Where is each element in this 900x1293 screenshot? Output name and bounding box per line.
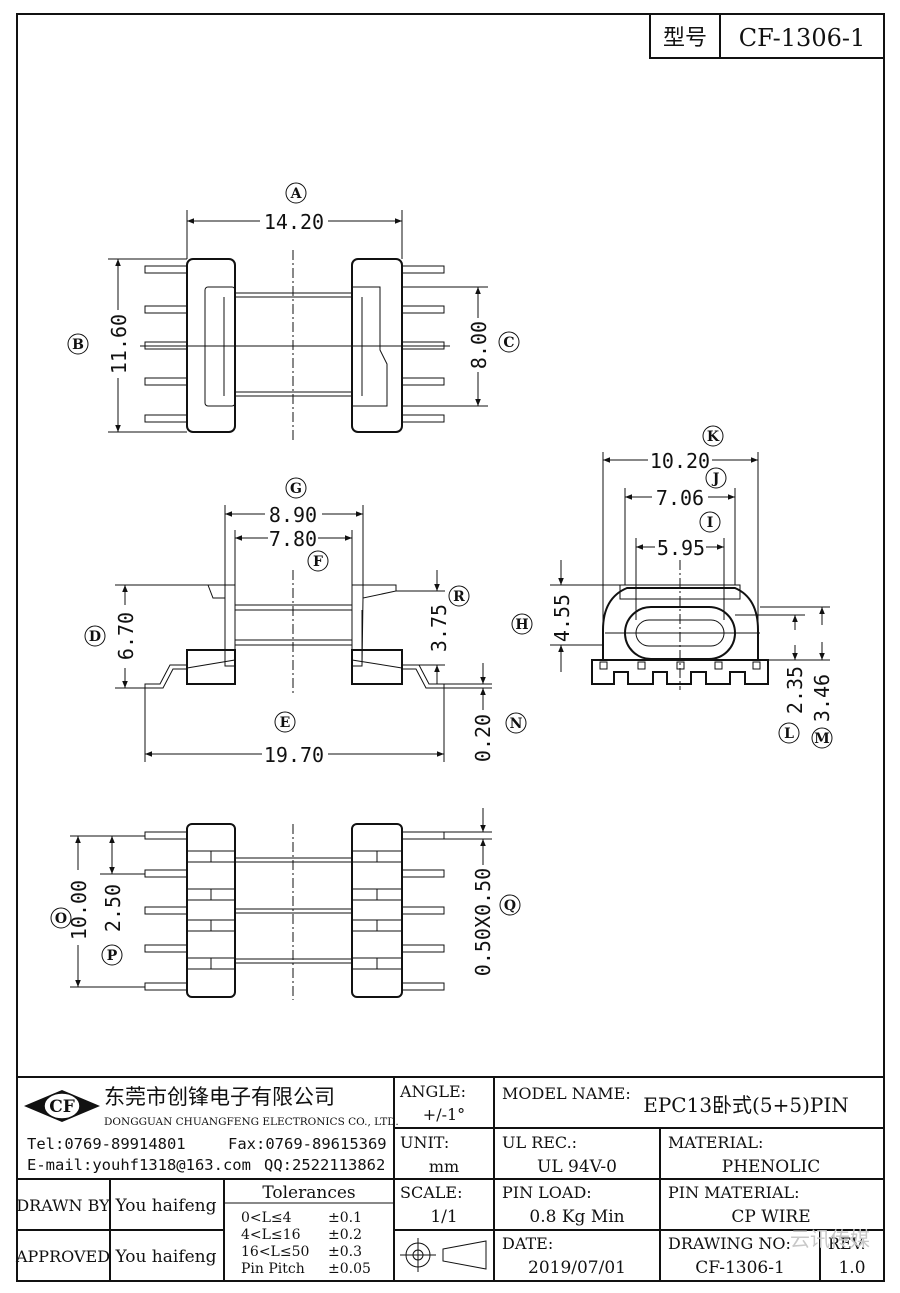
rev-value: 1.0: [838, 1258, 865, 1278]
letter-J: J: [711, 471, 720, 487]
side-view: 10.20 7.06 5.95 4.55 2.35 3.46: [550, 449, 834, 722]
tol-range-2: 4<L≤16: [241, 1227, 301, 1243]
tolerances-title: Tolerances: [262, 1183, 355, 1203]
model-title-value: CF-1306-1: [739, 24, 866, 52]
ul-rec-value: UL 94V-0: [537, 1157, 617, 1177]
date-label: DATE:: [502, 1234, 553, 1253]
scale-value: 1/1: [430, 1207, 457, 1227]
model-title-label: 型号: [663, 26, 707, 51]
watermark: 云讯传媒: [790, 1227, 870, 1251]
projection-symbol: [400, 1238, 487, 1272]
dim-K-value: 10.20: [650, 449, 710, 473]
tol-range-4: Pin Pitch: [241, 1261, 305, 1277]
tol-value-2: ±0.2: [328, 1227, 362, 1243]
letter-O: O: [55, 911, 67, 927]
company-fax: Fax:0769-89615369: [228, 1135, 387, 1153]
approved-label: APPROVED: [15, 1247, 110, 1266]
dim-Q-value: 0.50X0.50: [471, 868, 495, 976]
dim-F-value: 7.80: [269, 527, 317, 551]
approved-value: You haifeng: [114, 1247, 216, 1267]
model-name-label: MODEL NAME:: [502, 1084, 631, 1103]
letter-E: E: [280, 715, 291, 731]
dim-A-value: 14.20: [264, 210, 324, 234]
dim-D-value: 6.70: [114, 612, 138, 660]
dim-H-value: 4.55: [550, 594, 574, 642]
tol-value-3: ±0.3: [328, 1244, 362, 1260]
logo-text: CF: [49, 1097, 75, 1117]
letter-H: H: [515, 617, 528, 633]
dim-R-value: 3.75: [427, 604, 451, 652]
material-value: PHENOLIC: [722, 1157, 821, 1177]
angle-value: +/-1°: [423, 1105, 465, 1124]
dim-M-value: 3.46: [810, 674, 834, 722]
dim-J-value: 7.06: [656, 486, 704, 510]
angle-label: ANGLE:: [399, 1082, 466, 1101]
company-tel: Tel:0769-89914801: [27, 1135, 186, 1153]
dim-B-value: 11.60: [107, 314, 131, 374]
drawn-by-value: You haifeng: [114, 1196, 216, 1216]
title-block: CF 东莞市创锋电子有限公司 DONGGUAN CHUANGFENG ELECT…: [15, 1076, 884, 1281]
company-name-en: DONGGUAN CHUANGFENG ELECTRONICS CO., LTD…: [104, 1116, 399, 1128]
letter-N: N: [510, 716, 523, 732]
tol-range-1: 0<L≤4: [241, 1210, 292, 1226]
letter-D: D: [89, 629, 101, 645]
letter-Q: Q: [504, 898, 516, 914]
dim-E-value: 19.70: [264, 743, 324, 767]
company-name-cn: 东莞市创锋电子有限公司: [104, 1085, 335, 1109]
drawn-by-label: DRAWN BY: [16, 1196, 110, 1215]
company-email: E-mail:youhf1318@163.com: [27, 1156, 251, 1174]
bottom-view: 10.00 2.50 0.50X0.50: [67, 808, 495, 1000]
ul-rec-label: UL REC.:: [502, 1133, 577, 1152]
tol-range-3: 16<L≤50: [241, 1244, 309, 1260]
model-title-box: 型号 CF-1306-1: [649, 13, 885, 59]
rev-label: REV.: [828, 1234, 866, 1253]
letter-M: M: [814, 731, 830, 747]
pin-material-label: PIN MATERIAL:: [668, 1183, 800, 1202]
letter-P: P: [107, 948, 118, 964]
dim-C-value: 8.00: [467, 321, 491, 369]
scale-label: SCALE:: [400, 1183, 462, 1202]
front-view: 8.90 7.80 6.70 3.75 19.70 0.20: [114, 503, 495, 767]
dimension-letters: A B C D E F G H I J K L M N O P Q R: [50, 182, 833, 966]
dim-O-value: 10.00: [67, 880, 91, 940]
letter-C: C: [503, 335, 514, 351]
pin-material-value: CP WIRE: [731, 1207, 810, 1227]
dim-I-value: 5.95: [657, 536, 705, 560]
letter-K: K: [707, 429, 720, 445]
letter-F: F: [313, 554, 323, 570]
tol-value-1: ±0.1: [328, 1210, 362, 1226]
letter-R: R: [453, 589, 465, 605]
pin-load-value: 0.8 Kg Min: [529, 1207, 624, 1227]
top-view: 14.20 11.60 8.00: [107, 210, 491, 440]
letter-L: L: [784, 726, 794, 742]
company-qq: QQ:2522113862: [264, 1156, 385, 1174]
dim-P-value: 2.50: [101, 884, 125, 932]
material-label: MATERIAL:: [668, 1133, 763, 1152]
letter-G: G: [290, 481, 302, 497]
letter-I: I: [707, 515, 714, 531]
drawing-no-label: DRAWING NO:: [668, 1234, 791, 1253]
date-value: 2019/07/01: [528, 1258, 626, 1278]
sheet-border: [16, 13, 885, 1282]
dim-G-value: 8.90: [269, 503, 317, 527]
dim-N-value: 0.20: [471, 714, 495, 762]
letter-B: B: [72, 337, 84, 353]
unit-value: mm: [429, 1157, 459, 1176]
company-logo: CF: [24, 1090, 100, 1122]
letter-A: A: [290, 186, 303, 202]
pin-load-label: PIN LOAD:: [502, 1183, 592, 1202]
model-name-value: EPC13卧式(5+5)PIN: [643, 1093, 848, 1117]
drawing-no-value: CF-1306-1: [695, 1258, 785, 1278]
tol-value-4: ±0.05: [328, 1261, 371, 1277]
unit-label: UNIT:: [400, 1133, 449, 1152]
dim-L-value: 2.35: [783, 666, 807, 714]
